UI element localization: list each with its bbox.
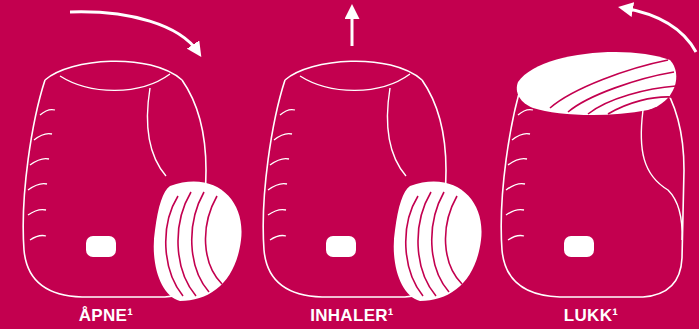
step-label: INHALER¹ xyxy=(310,306,394,326)
inhale-arrow xyxy=(351,10,354,46)
seam-line xyxy=(147,88,166,176)
inhaler-inhale xyxy=(263,10,481,301)
inhaler-open xyxy=(23,12,241,301)
seam-line xyxy=(387,88,406,176)
step-label: LUKK¹ xyxy=(564,306,618,326)
seam-line xyxy=(641,110,682,240)
inhaler-cover xyxy=(154,182,242,301)
inhaler-close xyxy=(501,8,696,297)
close-arrow xyxy=(624,8,696,52)
inhaler-cover xyxy=(517,52,677,115)
inhaler-cover xyxy=(394,182,482,301)
open-arrow xyxy=(70,12,198,52)
step-label: ÅPNE¹ xyxy=(79,306,133,326)
